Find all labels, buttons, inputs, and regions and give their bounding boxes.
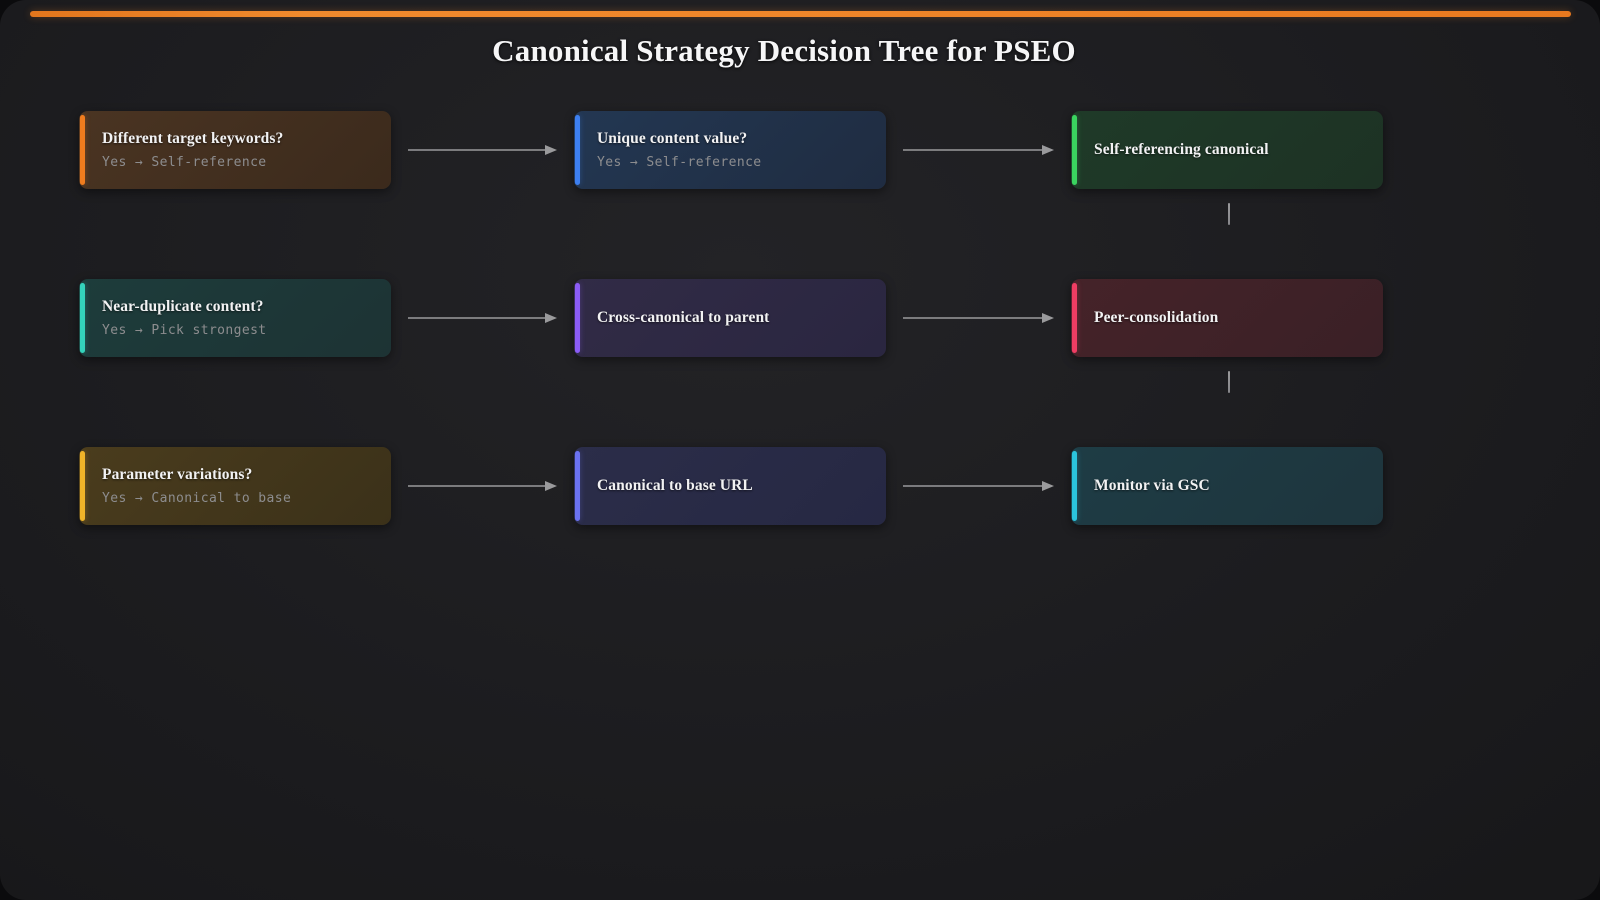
arrow-r1-c1-c2 <box>903 313 1054 323</box>
node-card-canonical-to-base-url[interactable]: Canonical to base URL <box>574 447 886 525</box>
node-title-self-referencing-canonical: Self-referencing canonical <box>1094 141 1269 159</box>
line-r0-r1 <box>1228 203 1230 226</box>
node-accent-bar-canonical-to-base-url <box>575 451 580 521</box>
node-accent-bar-cross-canonical-to-parent <box>575 283 580 353</box>
node-title-cross-canonical-to-parent: Cross-canonical to parent <box>597 309 770 327</box>
arrow-r1-c0-c1 <box>408 313 557 323</box>
node-title-different-target-keywords: Different target keywords? <box>102 130 284 148</box>
node-body-different-target-keywords: Different target keywords? Yes → Self-ref… <box>79 129 391 171</box>
arrow-r2-c0-c1 <box>408 481 557 491</box>
node-body-monitor-via-gsc: Monitor via GSC <box>1071 476 1383 495</box>
top-accent-rule <box>30 11 1571 17</box>
node-accent-bar-unique-content-value <box>575 115 580 185</box>
node-accent-bar-near-duplicate-content <box>80 283 85 353</box>
line-r1-r2 <box>1228 371 1230 394</box>
node-subtitle-near-duplicate-content: Yes → Pick strongest <box>102 323 267 339</box>
arrow-r0-c0-c1 <box>408 145 557 155</box>
arrow-r2-c1-c2 <box>903 481 1054 491</box>
node-card-peer-consolidation[interactable]: Peer-consolidation <box>1071 279 1383 357</box>
node-title-peer-consolidation: Peer-consolidation <box>1094 309 1219 327</box>
node-accent-bar-different-target-keywords <box>80 115 85 185</box>
node-card-self-referencing-canonical[interactable]: Self-referencing canonical <box>1071 111 1383 189</box>
node-title-monitor-via-gsc: Monitor via GSC <box>1094 477 1210 495</box>
node-accent-bar-self-referencing-canonical <box>1072 115 1077 185</box>
node-title-unique-content-value: Unique content value? <box>597 130 748 148</box>
node-body-self-referencing-canonical: Self-referencing canonical <box>1071 140 1383 159</box>
node-card-unique-content-value[interactable]: Unique content value? Yes → Self-referenc… <box>574 111 886 189</box>
node-accent-bar-parameter-variations <box>80 451 85 521</box>
node-body-parameter-variations: Parameter variations? Yes → Canonical to … <box>79 465 391 507</box>
node-body-near-duplicate-content: Near-duplicate content? Yes → Pick strong… <box>79 297 391 339</box>
node-title-near-duplicate-content: Near-duplicate content? <box>102 298 264 316</box>
node-card-monitor-via-gsc[interactable]: Monitor via GSC <box>1071 447 1383 525</box>
node-accent-bar-peer-consolidation <box>1072 283 1077 353</box>
node-body-canonical-to-base-url: Canonical to base URL <box>574 476 886 495</box>
node-card-parameter-variations[interactable]: Parameter variations? Yes → Canonical to … <box>79 447 391 525</box>
node-card-near-duplicate-content[interactable]: Near-duplicate content? Yes → Pick strong… <box>79 279 391 357</box>
arrow-r0-c1-c2 <box>903 145 1054 155</box>
node-body-unique-content-value: Unique content value? Yes → Self-referenc… <box>574 129 886 171</box>
page-title: Canonical Strategy Decision Tree for PSE… <box>492 33 1076 68</box>
node-card-cross-canonical-to-parent[interactable]: Cross-canonical to parent <box>574 279 886 357</box>
node-body-cross-canonical-to-parent: Cross-canonical to parent <box>574 308 886 327</box>
node-accent-bar-monitor-via-gsc <box>1072 451 1077 521</box>
node-subtitle-parameter-variations: Yes → Canonical to base <box>102 491 292 507</box>
node-subtitle-different-target-keywords: Yes → Self-reference <box>102 155 267 171</box>
node-body-peer-consolidation: Peer-consolidation <box>1071 308 1383 327</box>
node-title-canonical-to-base-url: Canonical to base URL <box>597 477 753 495</box>
node-subtitle-unique-content-value: Yes → Self-reference <box>597 155 762 171</box>
node-title-parameter-variations: Parameter variations? <box>102 466 253 484</box>
node-card-different-target-keywords[interactable]: Different target keywords? Yes → Self-ref… <box>79 111 391 189</box>
